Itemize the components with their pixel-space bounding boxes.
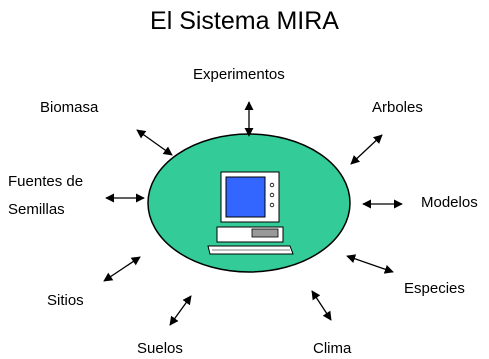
arrow-sitios (103, 256, 141, 282)
arrow-biomasa (136, 129, 173, 156)
arrow-clima (311, 290, 332, 321)
node-especies-label: Especies (404, 280, 465, 297)
node-clima-label: Clima (313, 340, 352, 357)
diagram-title: El Sistema MIRA (150, 7, 339, 35)
arrow-arboles (350, 134, 383, 165)
node-arboles-label: Arboles (372, 99, 423, 116)
arrow-especies (346, 254, 394, 274)
arrow-suelos (169, 295, 192, 326)
node-fuentes-de-semillas-label-line2: Semillas (8, 201, 65, 218)
node-fuentes-de-semillas-label-line1: Fuentes de (8, 173, 84, 190)
computer-icon (207, 171, 294, 255)
node-modelos-label: Modelos (421, 194, 478, 211)
node-suelos-label: Suelos (137, 340, 183, 357)
node-experimentos-label: Experimentos (193, 66, 285, 83)
node-sitios-label: Sitios (47, 292, 84, 309)
node-biomasa-label: Biomasa (40, 99, 99, 116)
